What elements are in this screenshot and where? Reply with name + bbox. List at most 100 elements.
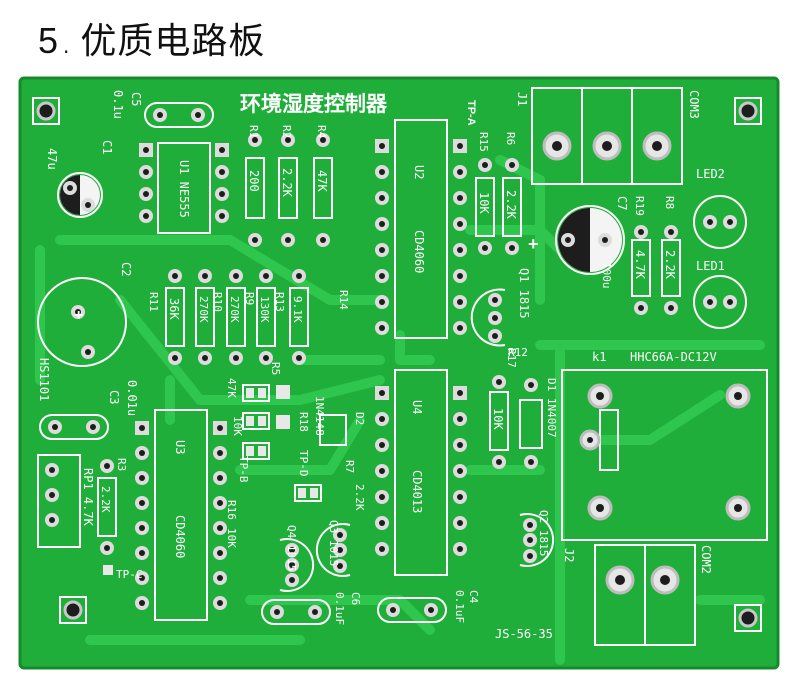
relay-label: HHC66A-DC12V (630, 350, 717, 364)
drill-hole (67, 185, 73, 191)
drill-hole (217, 500, 223, 506)
drill-hole (602, 237, 608, 243)
r18-label: R18 (297, 412, 310, 432)
mounting-holes (32, 97, 762, 632)
drill-hole (379, 546, 385, 552)
c3-label: C3 (107, 390, 121, 404)
r6-value: 2.2K (504, 190, 518, 220)
d2-outline (319, 414, 347, 446)
r14-label: R14 (337, 290, 350, 310)
drill-hole (457, 494, 463, 500)
r15-value: 10K (477, 192, 491, 214)
r9-value: 270K (228, 296, 241, 323)
r15-label: R15 (477, 132, 490, 152)
drill-hole (233, 355, 239, 361)
r4-outline (313, 157, 333, 219)
drill-hole (379, 442, 385, 448)
drill-hole (285, 237, 291, 243)
r3-outline (97, 477, 117, 537)
c1-label: C1 (100, 140, 114, 154)
led1-label: LED1 (696, 259, 725, 273)
led1-outline (693, 275, 747, 329)
c5-label: C5 (129, 92, 143, 106)
drill-hole (75, 309, 81, 315)
r10-value: 270K (197, 296, 210, 323)
r13-value: 130K (258, 296, 271, 323)
r5-value: 47K (225, 378, 238, 398)
q3-outline (315, 523, 351, 577)
drill-hole (52, 424, 58, 430)
drill-hole (263, 273, 269, 279)
q4-label: Q4 1015 (285, 525, 298, 571)
c3-outline (39, 414, 109, 440)
drill-hole (457, 416, 463, 422)
r16-outline (242, 442, 270, 460)
drill-hole (457, 195, 463, 201)
drill-hole (379, 169, 385, 175)
drill-hole (379, 221, 385, 227)
q4-outline (279, 538, 315, 592)
r8-label: R8 (663, 196, 676, 209)
drill-hole (492, 297, 498, 303)
r7-outline (294, 484, 322, 502)
drill-hole (707, 219, 713, 225)
tp-d-label: TP-D (297, 450, 310, 477)
drill-hole (217, 475, 223, 481)
drill-hole (509, 162, 515, 168)
u2-ic: CD4060 (412, 230, 426, 273)
drill-hole (202, 355, 208, 361)
drill-hole (457, 143, 463, 149)
r14-outline (289, 287, 309, 347)
r13-outline (256, 287, 276, 347)
drill-hole (528, 459, 534, 465)
r19-outline (631, 239, 651, 297)
drill-hole (219, 147, 225, 153)
drill-hole (289, 562, 295, 568)
drill-hole (172, 355, 178, 361)
drill-hole (139, 525, 145, 531)
drill-hole (707, 299, 713, 305)
drill-hole (509, 245, 515, 251)
hs1101-label: HS1101 (37, 358, 51, 401)
com3-label: COM3 (687, 90, 701, 119)
drill-hole (638, 305, 644, 311)
rp1-outline (37, 454, 81, 548)
r6-outline (502, 177, 522, 237)
r4-value: 47K (315, 170, 329, 192)
drill-hole (727, 299, 733, 305)
drill-hole (379, 273, 385, 279)
drill-hole (139, 475, 145, 481)
drill-hole (527, 553, 533, 559)
drill-hole (219, 213, 225, 219)
drill-hole (289, 577, 295, 583)
drill-hole (482, 162, 488, 168)
r3-label: R3 (115, 458, 128, 471)
d2-value: 1N4148 (313, 396, 326, 436)
drill-hole (457, 468, 463, 474)
drill-hole (428, 607, 434, 613)
drill-hole (638, 229, 644, 235)
k1-outline (561, 369, 768, 541)
drill-hole (143, 147, 149, 153)
drill-hole (457, 390, 463, 396)
u2-outline (394, 119, 448, 339)
j1-outline (531, 87, 683, 185)
drill-hole (172, 273, 178, 279)
drill-hole (457, 273, 463, 279)
drill-hole (296, 355, 302, 361)
drill-hole (320, 137, 326, 143)
com2-label: COM2 (699, 545, 713, 574)
r7-label: R7 (343, 460, 356, 473)
r11-label: R11 (147, 292, 160, 312)
drill-hole (233, 273, 239, 279)
drill-hole (219, 169, 225, 175)
drill-hole (104, 463, 110, 469)
r2-outline (278, 157, 298, 219)
drill-hole (157, 112, 163, 118)
c6-label: C6 (349, 592, 362, 605)
r13-label: R13 (273, 292, 286, 312)
drill-hole (492, 333, 498, 339)
drill-hole (379, 195, 385, 201)
c1-value: 47u (45, 148, 59, 170)
